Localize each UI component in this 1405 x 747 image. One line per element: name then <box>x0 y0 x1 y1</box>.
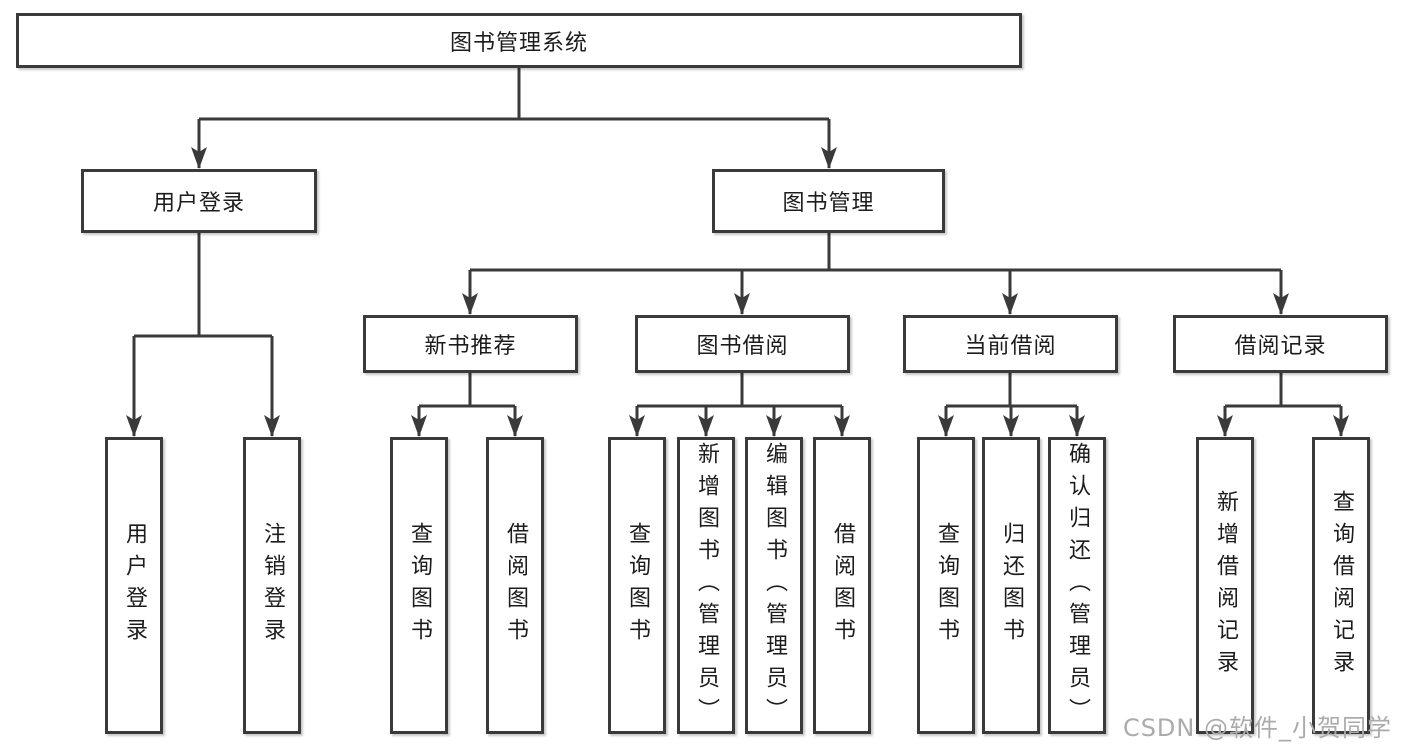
node-current-borrow-label: 当前借阅 <box>964 334 1057 359</box>
node-borrow-record: 借阅记录 <box>1173 315 1388 373</box>
node-leaf-record-add-label: 新增借阅记录 <box>1213 489 1238 682</box>
node-leaf-current-return: 归还图书 <box>982 437 1040 734</box>
watermark: CSDN @软件_小贺同学 <box>1122 714 1392 742</box>
node-user-login: 用户登录 <box>81 169 317 233</box>
node-leaf-borrow-add-label: 新增图书（管理员） <box>694 441 719 730</box>
node-new-book-recommend-label: 新书推荐 <box>424 334 517 359</box>
node-leaf-borrow-borrow: 借阅图书 <box>813 437 871 734</box>
node-book-management: 图书管理 <box>712 169 945 233</box>
node-current-borrow: 当前借阅 <box>903 315 1118 373</box>
node-leaf-current-return-label: 归还图书 <box>999 521 1024 650</box>
node-leaf-borrow-query: 查询图书 <box>608 437 666 734</box>
node-leaf-record-add: 新增借阅记录 <box>1196 437 1254 734</box>
node-root: 图书管理系统 <box>16 13 1022 68</box>
node-leaf-user-login-label: 用户登录 <box>122 521 147 650</box>
node-leaf-borrow-edit: 编辑图书（管理员） <box>745 437 803 734</box>
node-book-management-label: 图书管理 <box>782 191 875 216</box>
node-leaf-current-query-label: 查询图书 <box>934 521 959 650</box>
node-borrow-record-label: 借阅记录 <box>1234 334 1327 359</box>
node-leaf-current-confirm-label: 确认归还（管理员） <box>1065 441 1090 730</box>
node-leaf-record-query-label: 查询借阅记录 <box>1329 489 1354 682</box>
node-leaf-current-confirm: 确认归还（管理员） <box>1048 437 1106 734</box>
node-user-login-label: 用户登录 <box>152 191 245 216</box>
node-leaf-record-query: 查询借阅记录 <box>1312 437 1370 734</box>
node-leaf-user-login: 用户登录 <box>105 437 163 734</box>
node-leaf-borrow-borrow-label: 借阅图书 <box>830 521 855 650</box>
node-leaf-borrow-query-label: 查询图书 <box>625 521 650 650</box>
node-leaf-current-query: 查询图书 <box>917 437 975 734</box>
node-new-book-recommend: 新书推荐 <box>363 315 578 373</box>
node-leaf-newbook-query: 查询图书 <box>390 437 448 734</box>
node-book-borrow: 图书借阅 <box>635 315 850 373</box>
node-leaf-borrow-add: 新增图书（管理员） <box>677 437 735 734</box>
node-leaf-logout-label: 注销登录 <box>260 521 285 650</box>
node-leaf-newbook-borrow-label: 借阅图书 <box>503 521 528 650</box>
node-root-label: 图书管理系统 <box>449 30 588 56</box>
node-leaf-newbook-borrow: 借阅图书 <box>486 437 544 734</box>
node-leaf-borrow-edit-label: 编辑图书（管理员） <box>762 441 787 730</box>
node-leaf-newbook-query-label: 查询图书 <box>407 521 432 650</box>
node-book-borrow-label: 图书借阅 <box>696 334 789 359</box>
node-leaf-logout: 注销登录 <box>243 437 301 734</box>
